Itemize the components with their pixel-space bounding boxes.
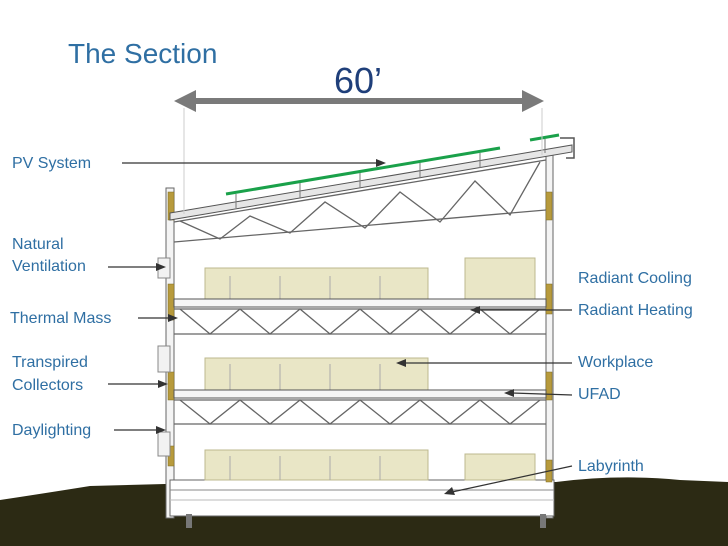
slab-upper (173, 298, 547, 308)
label-transpired: Transpired (12, 354, 88, 371)
label-daylighting: Daylighting (12, 422, 92, 439)
label-ventilation: Ventilation (12, 258, 86, 275)
label-pv-system: PV System (12, 155, 92, 172)
truss-upper (174, 308, 546, 335)
office-block-ground-right (464, 453, 536, 481)
foundation (169, 479, 555, 517)
office-block-top-left (204, 267, 429, 300)
label-radiant-cooling: Radiant Cooling (578, 270, 692, 287)
office-block-middle (204, 357, 429, 391)
dimension-label: 60’ (334, 60, 383, 101)
roof-truss (173, 159, 547, 243)
leader-arrowheads (156, 159, 514, 495)
label-ufad: UFAD (578, 386, 621, 403)
roof-slab (169, 144, 573, 221)
pv-panels (225, 133, 560, 196)
office-block-ground (204, 449, 429, 481)
label-collectors: Collectors (12, 377, 84, 394)
office-block-top-right (464, 257, 536, 300)
slab-middle (173, 389, 547, 399)
slide-title: The Section (68, 38, 218, 69)
truss-middle (174, 399, 546, 425)
label-workplace: Workplace (578, 354, 654, 371)
label-labyrinth: Labyrinth (578, 458, 644, 475)
label-natural: Natural (12, 236, 64, 253)
leader-lines (108, 162, 573, 493)
dimension-arrow (174, 90, 544, 112)
label-thermal-mass: Thermal Mass (10, 310, 112, 327)
label-radiant-heating: Radiant Heating (578, 302, 693, 319)
vent-panels (157, 257, 171, 457)
